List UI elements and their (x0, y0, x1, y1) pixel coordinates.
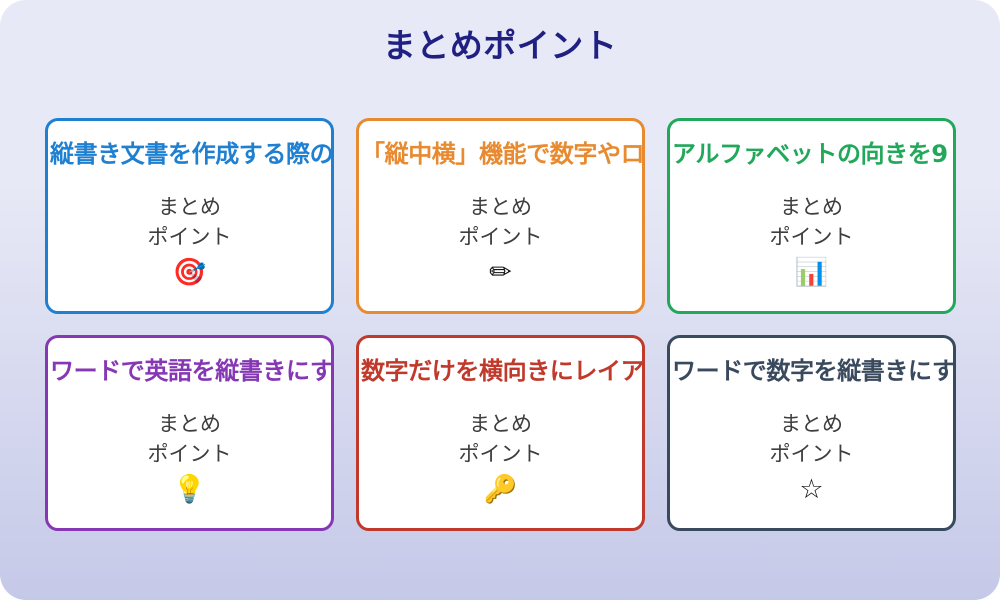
pencil-icon: ✏ (489, 257, 512, 288)
card-body-text: まとめ ポイント (458, 195, 543, 249)
card-body-text: まとめ ポイント (147, 412, 232, 466)
card-title: 「縦中横」機能で数字やロ (361, 140, 645, 168)
summary-card[interactable]: 「縦中横」機能で数字やロ まとめ ポイント ✏ (356, 118, 645, 314)
card-body-text: まとめ ポイント (458, 412, 543, 466)
bar-chart-icon: 📊 (794, 257, 829, 288)
summary-card[interactable]: アルファベットの向きを9 まとめ ポイント 📊 (667, 118, 956, 314)
star-icon: ☆ (799, 474, 824, 505)
card-title: アルファベットの向きを9 (672, 140, 948, 168)
page-title: まとめポイント (382, 26, 618, 65)
card-body-text: まとめ ポイント (147, 195, 232, 249)
card-body-text: まとめ ポイント (769, 412, 854, 466)
summary-card[interactable]: ワードで数字を縦書きにす まとめ ポイント ☆ (667, 335, 956, 531)
card-title: ワードで数字を縦書きにす (672, 357, 956, 385)
summary-card[interactable]: 数字だけを横向きにレイア まとめ ポイント 🔑 (356, 335, 645, 531)
summary-card[interactable]: 縦書き文書を作成する際の まとめ ポイント 🎯 (45, 118, 334, 314)
lightbulb-icon: 💡 (172, 474, 207, 505)
summary-card[interactable]: ワードで英語を縦書きにす まとめ ポイント 💡 (45, 335, 334, 531)
card-title: ワードで英語を縦書きにす (50, 357, 334, 385)
summary-card-grid: 縦書き文書を作成する際の まとめ ポイント 🎯 「縦中横」機能で数字やロ まとめ… (45, 118, 956, 531)
card-body-text: まとめ ポイント (769, 195, 854, 249)
key-icon: 🔑 (483, 474, 518, 505)
card-title: 縦書き文書を作成する際の (50, 140, 334, 168)
card-title: 数字だけを横向きにレイア (361, 357, 645, 385)
dart-target-icon: 🎯 (172, 257, 207, 288)
